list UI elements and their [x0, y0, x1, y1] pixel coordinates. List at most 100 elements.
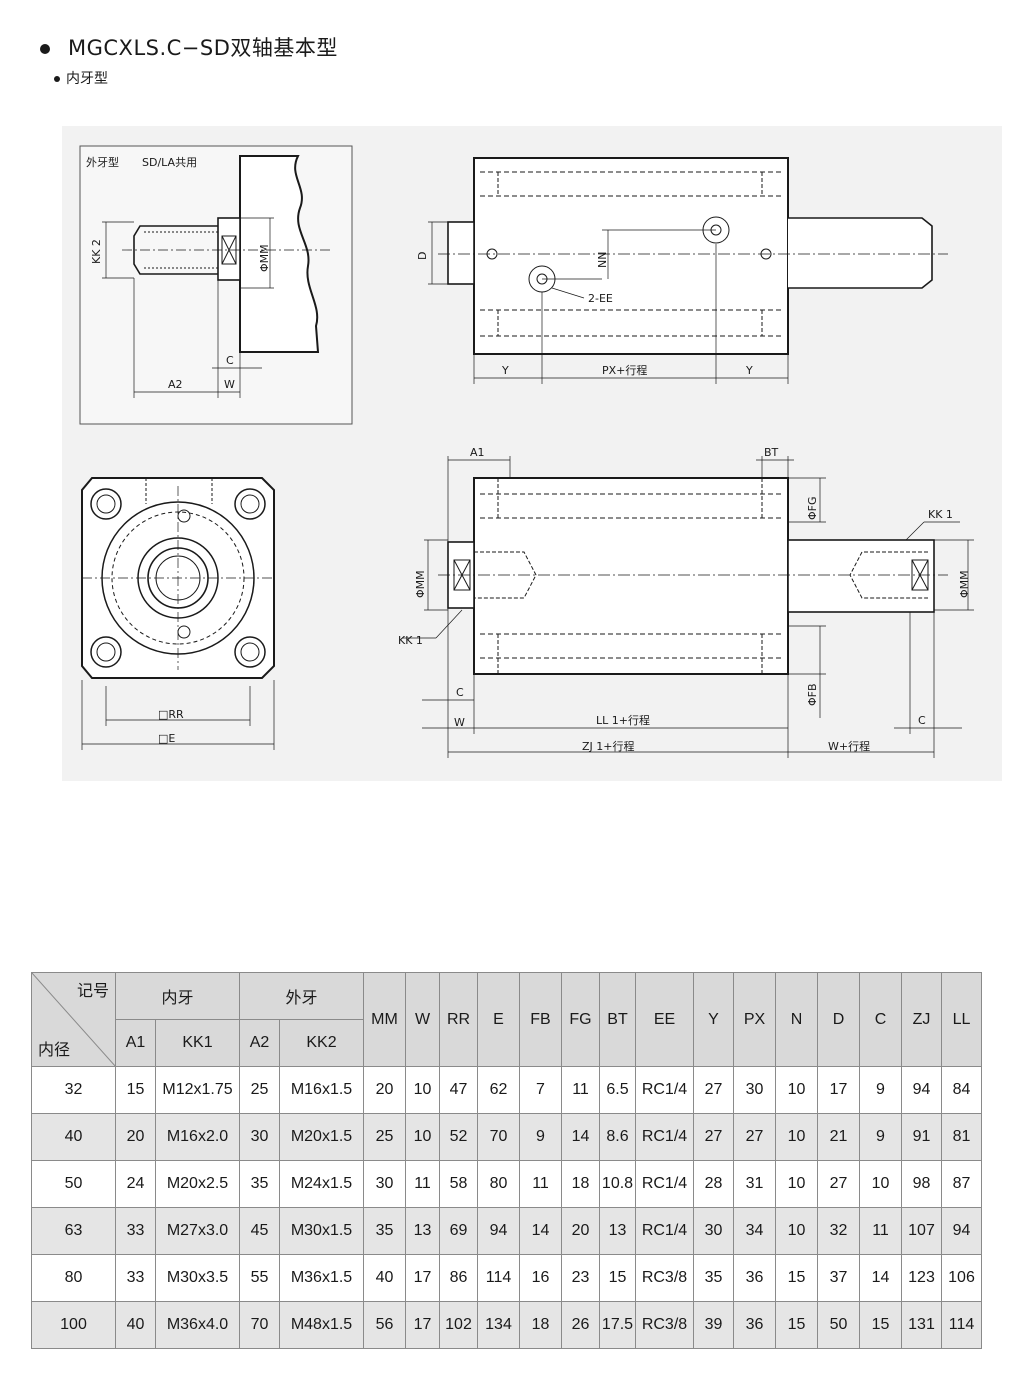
- table-cell: 20: [561, 1207, 600, 1255]
- table-cell: 10: [775, 1113, 818, 1161]
- table-cell: 18: [561, 1160, 600, 1208]
- label-w-stroke: W+行程: [828, 740, 870, 753]
- table-cell: 27: [817, 1160, 860, 1208]
- label-bt: BT: [764, 446, 779, 459]
- table-cell: 20: [115, 1113, 156, 1161]
- label-kk2: KK 2: [90, 239, 103, 264]
- label-nn: NN: [596, 252, 609, 268]
- table-cell: 107: [901, 1207, 942, 1255]
- table-cell: 7: [519, 1066, 562, 1114]
- label-2-ee: 2-EE: [588, 292, 613, 305]
- table-cell: 11: [405, 1160, 440, 1208]
- table-cell: 17: [817, 1066, 860, 1114]
- label-y-right: Y: [745, 364, 753, 377]
- table-cell: M16x1.5: [279, 1066, 364, 1114]
- label-e: □E: [158, 732, 175, 745]
- table-cell: 14: [859, 1254, 902, 1302]
- header-cell: E: [477, 972, 520, 1067]
- header-inner-thread: 内牙: [115, 972, 240, 1020]
- table-cell: 70: [239, 1301, 280, 1349]
- header-cell: KK1: [155, 1019, 240, 1067]
- table-cell: 10: [775, 1207, 818, 1255]
- inset-title: 外牙型: [86, 155, 119, 169]
- header-cell: LL: [941, 972, 982, 1067]
- table-cell: RC1/4: [635, 1066, 694, 1114]
- header-cell: ZJ: [901, 972, 942, 1067]
- header-cell: N: [775, 972, 818, 1067]
- header-cell: W: [405, 972, 440, 1067]
- inset-frame: [79, 145, 353, 425]
- label-kk1-left: KK 1: [398, 634, 423, 647]
- label-phi-mm-right: ΦMM: [958, 570, 971, 598]
- cylinder-top-view: [473, 157, 789, 355]
- table-cell: 30: [733, 1066, 776, 1114]
- table-cell: 13: [599, 1207, 636, 1255]
- header-cell: KK2: [279, 1019, 364, 1067]
- table-cell: 15: [775, 1254, 818, 1302]
- table-cell: 37: [817, 1254, 860, 1302]
- table-cell: 123: [901, 1254, 942, 1302]
- table-cell: 45: [239, 1207, 280, 1255]
- table-cell: 18: [519, 1301, 562, 1349]
- table-cell: 86: [439, 1254, 478, 1302]
- table-cell: 70: [477, 1113, 520, 1161]
- table-cell: 10: [775, 1066, 818, 1114]
- table-cell: M20x2.5: [155, 1160, 240, 1208]
- table-cell: 33: [115, 1207, 156, 1255]
- table-cell: 40: [31, 1113, 116, 1161]
- table-cell: 10: [405, 1066, 440, 1114]
- table-cell: M30x1.5: [279, 1207, 364, 1255]
- page-title: MGCXLS.C−SD双轴基本型: [40, 32, 338, 62]
- table-cell: RC1/4: [635, 1113, 694, 1161]
- table-cell: 35: [693, 1254, 734, 1302]
- table-cell: 11: [561, 1066, 600, 1114]
- table-cell: 52: [439, 1113, 478, 1161]
- table-cell: 30: [239, 1113, 280, 1161]
- table-cell: 14: [561, 1113, 600, 1161]
- table-cell: M30x3.5: [155, 1254, 240, 1302]
- label-zj: ZJ 1+行程: [582, 740, 635, 753]
- header-outer-thread: 外牙: [239, 972, 364, 1020]
- table-cell: 30: [693, 1207, 734, 1255]
- cylinder-side-view: [473, 477, 789, 675]
- table-cell: RC3/8: [635, 1301, 694, 1349]
- table-cell: RC1/4: [635, 1207, 694, 1255]
- label-phi-mm-left: ΦMM: [414, 570, 427, 598]
- spec-table: 记号 内径 内牙 外牙 MM W RR E FB FG BT EE Y PX N…: [31, 972, 982, 1349]
- table-cell: 81: [941, 1113, 982, 1161]
- table-cell: 14: [519, 1207, 562, 1255]
- table-cell: 98: [901, 1160, 942, 1208]
- table-cell: 28: [693, 1160, 734, 1208]
- label-phi-fg: ΦFG: [806, 496, 819, 520]
- table-cell: 33: [115, 1254, 156, 1302]
- table-cell: 40: [363, 1254, 406, 1302]
- label-c-side: C: [456, 686, 464, 699]
- table-cell: 91: [901, 1113, 942, 1161]
- table-cell: 9: [859, 1113, 902, 1161]
- table-cell: M36x4.0: [155, 1301, 240, 1349]
- table-cell: 15: [775, 1301, 818, 1349]
- table-cell: RC3/8: [635, 1254, 694, 1302]
- label-c-right: C: [918, 714, 926, 727]
- header-cell: A1: [115, 1019, 156, 1067]
- header-cell: MM: [363, 972, 406, 1067]
- label-phi-fb: ΦFB: [806, 683, 819, 706]
- label-y-left: Y: [501, 364, 509, 377]
- label-px: PX+行程: [602, 364, 647, 377]
- table-cell: 40: [115, 1301, 156, 1349]
- corner-label-bore: 内径: [38, 1042, 71, 1059]
- table-cell: 35: [239, 1160, 280, 1208]
- table-cell: M48x1.5: [279, 1301, 364, 1349]
- table-cell: 11: [519, 1160, 562, 1208]
- table-cell: 10: [859, 1160, 902, 1208]
- table-cell: M12x1.75: [155, 1066, 240, 1114]
- table-cell: 27: [733, 1113, 776, 1161]
- table-cell: 131: [901, 1301, 942, 1349]
- drawing-svg: 外牙型 SD/LA共用 KK 2 ΦMM C A2 W D NN 2-EE Y …: [79, 145, 974, 758]
- table-cell: 36: [733, 1254, 776, 1302]
